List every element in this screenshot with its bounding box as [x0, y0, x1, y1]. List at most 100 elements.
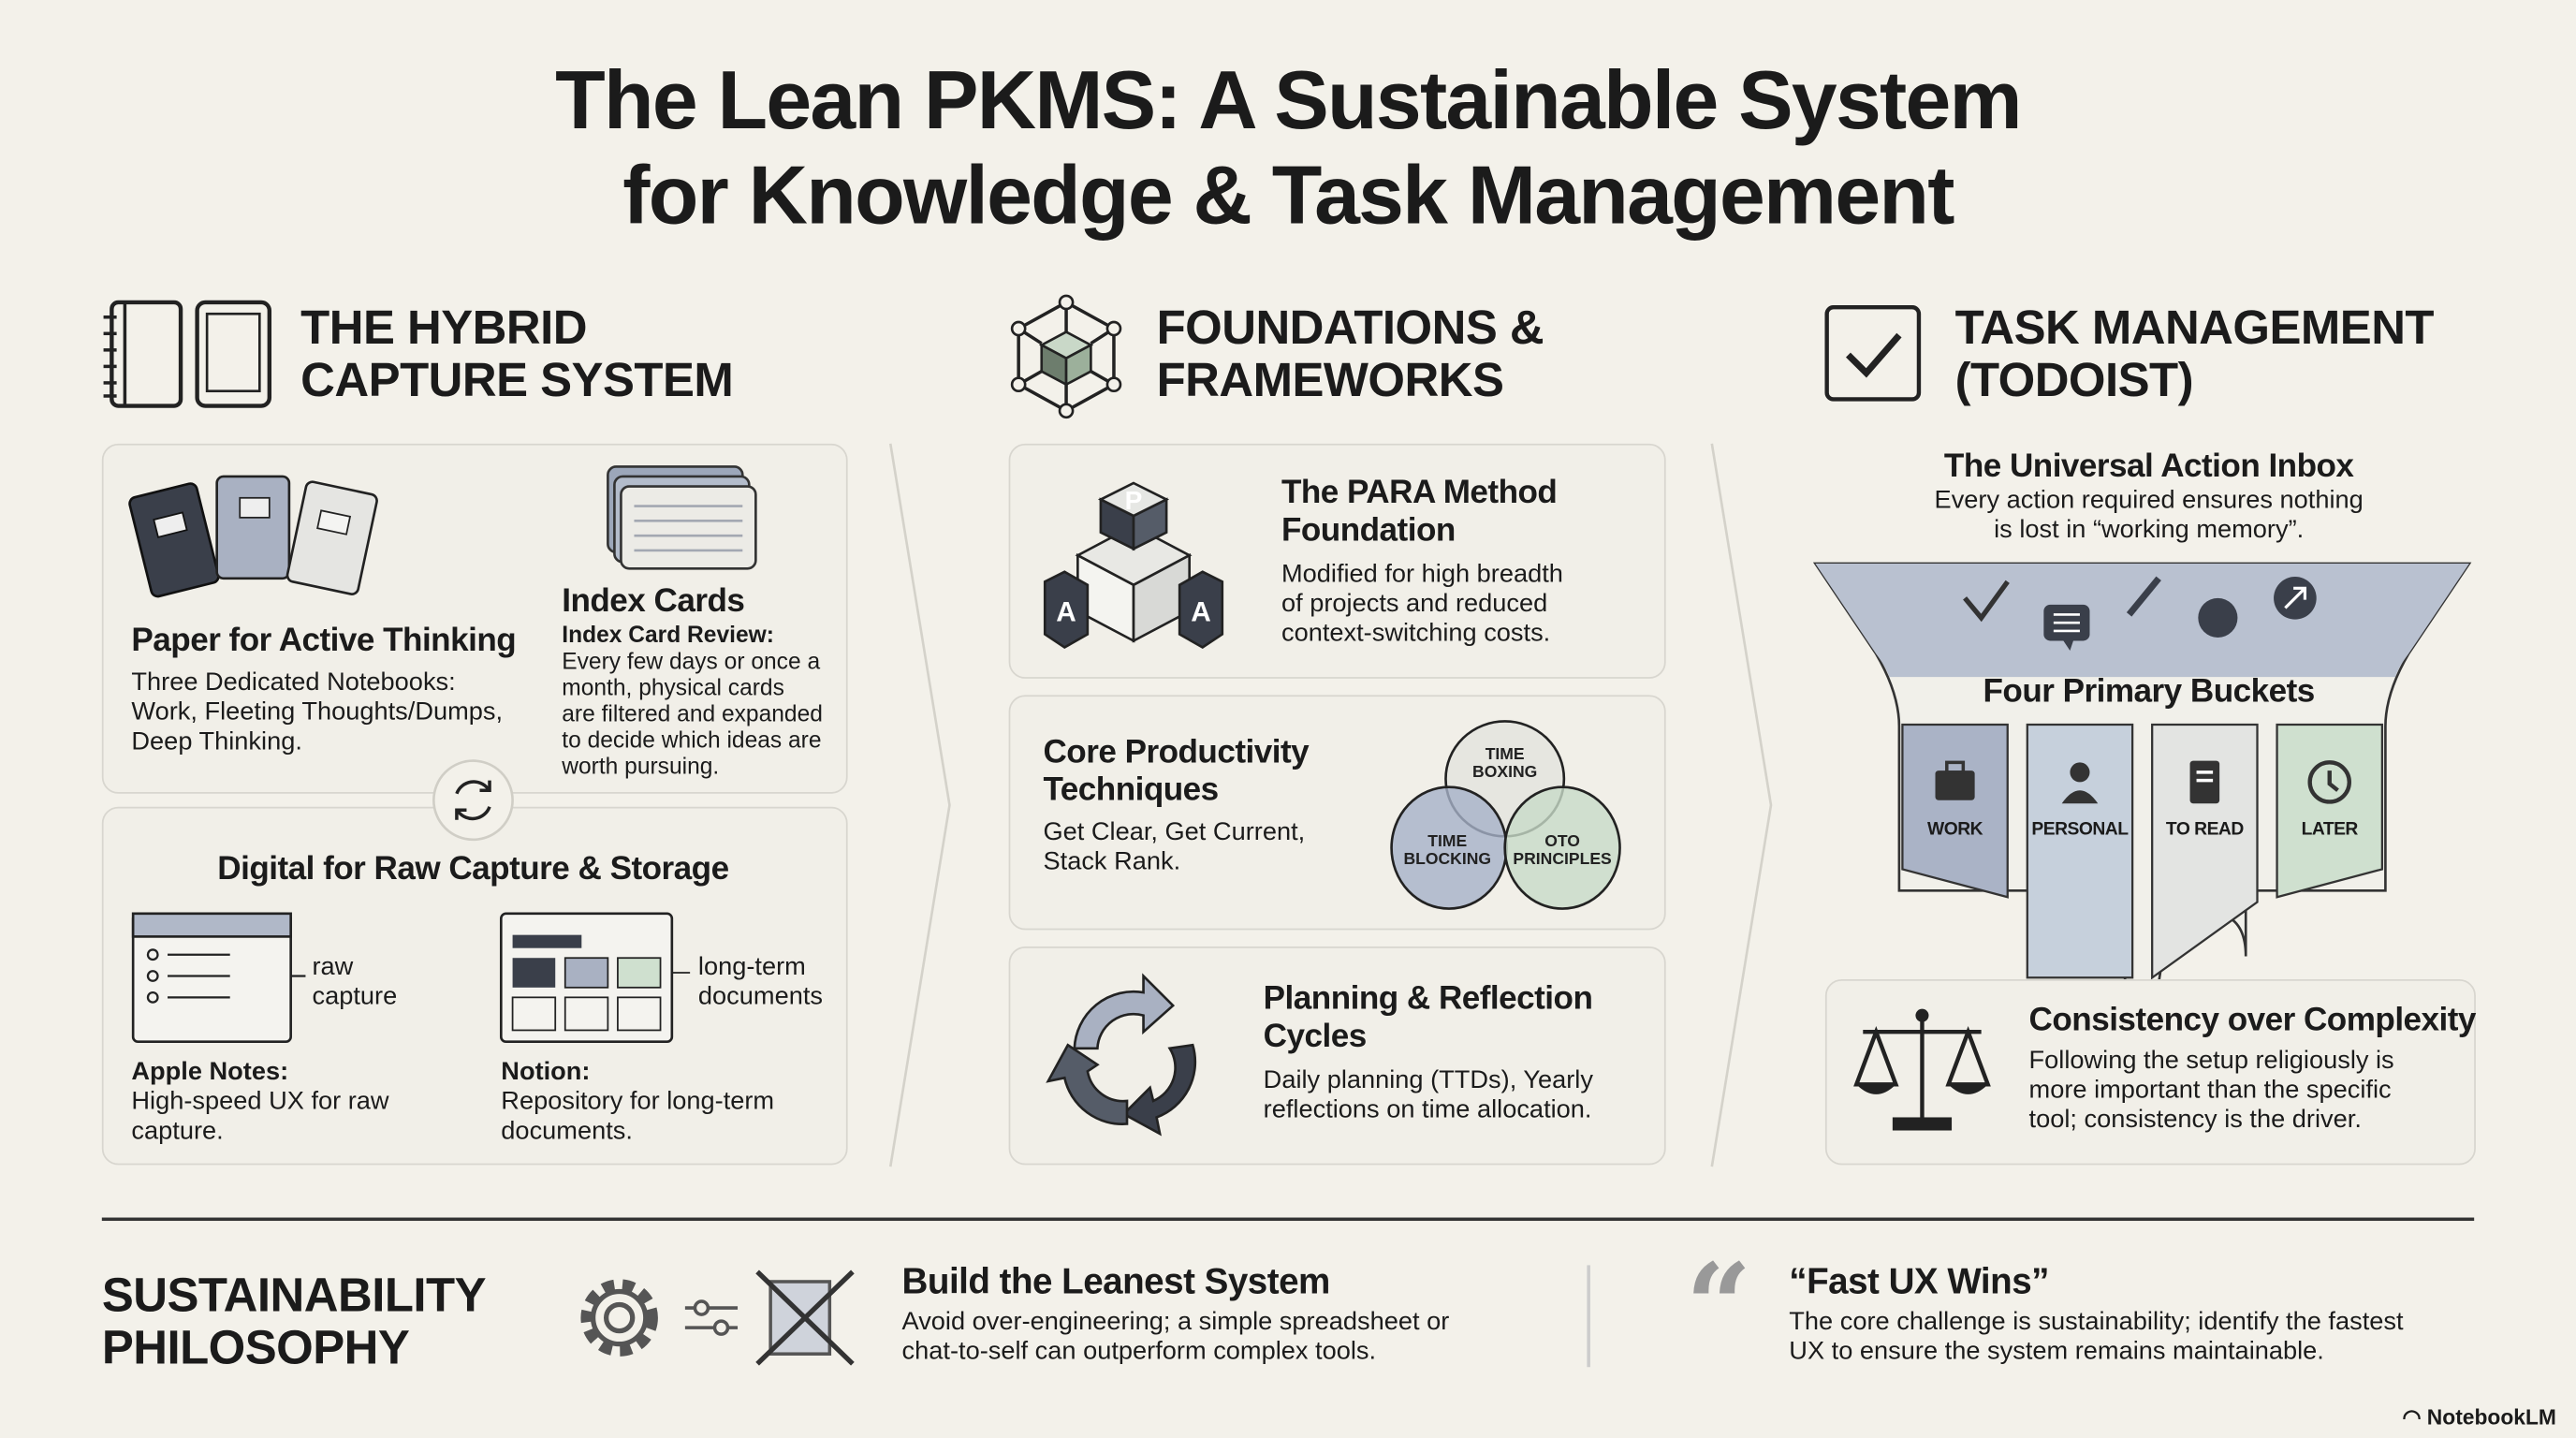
inbox-globe-icon — [2198, 597, 2238, 638]
checkbox-icon — [1824, 305, 1922, 402]
buckets-title: Four Primary Buckets — [1983, 673, 2316, 711]
bottom-divider — [1587, 1265, 1590, 1368]
section-divider — [101, 1217, 2475, 1221]
foundations-heading-1: FOUNDATIONS & — [1156, 301, 1544, 356]
network-cube-icon — [1010, 294, 1122, 419]
index-text-1: Every few days or once a — [562, 647, 821, 674]
consistency-title: Consistency over Complexity — [2028, 1002, 2477, 1039]
inbox-arrow-icon — [2274, 577, 2317, 620]
planning-text-1: Daily planning (TTDs), Yearly — [1263, 1066, 1593, 1094]
core-title-2: Techniques — [1043, 771, 1219, 809]
clock-icon — [2307, 760, 2351, 804]
bucket-label: PERSONAL — [2031, 819, 2129, 840]
quote-title: “Fast UX Wins” — [1789, 1260, 2049, 1302]
lean-text: Avoid over-engineering; a simple spreads… — [902, 1308, 1450, 1367]
crossed-out-tools-icon — [755, 1269, 855, 1366]
title-line-1: The Lean PKMS: A Sustainable System — [555, 53, 2022, 147]
inbox-text-2: is lost in “working memory”. — [1994, 516, 2305, 544]
sync-icon — [432, 759, 514, 842]
apple-text-2: capture. — [131, 1117, 224, 1146]
quote-text: The core challenge is sustainability; id… — [1789, 1308, 2403, 1367]
consistency-text-1: Following the setup religiously is — [2028, 1046, 2394, 1075]
page-title: The Lean PKMS: A Sustainable System for … — [0, 52, 2576, 243]
para-title-2: Foundation — [1281, 512, 1456, 550]
paper-text-2: Work, Fleeting Thoughts/Dumps, — [131, 697, 504, 726]
notion-icon — [499, 912, 691, 1044]
lean-text-1: Avoid over-engineering; a simple spreads… — [901, 1308, 1450, 1336]
paper-text: Three Dedicated Notebooks: Work, Fleetin… — [131, 668, 516, 757]
bucket-shape — [2026, 723, 2134, 979]
foundations-heading-2: FRAMEWORKS — [1156, 355, 1504, 408]
apple-notes-text: Apple Notes: High-speed UX for raw captu… — [131, 1058, 388, 1147]
capture-heading: THE HYBRID CAPTURE SYSTEM — [300, 302, 734, 407]
inbox-title: The Universal Action Inbox — [1943, 448, 2354, 485]
notion-text-1: Repository for long-term — [501, 1087, 775, 1116]
bucket-label: TO READ — [2165, 819, 2244, 840]
tasks-heading: TASK MANAGEMENT (TODOIST) — [1954, 301, 2435, 407]
quote-text-1: The core challenge is sustainability; id… — [1789, 1308, 2404, 1336]
consistency-card — [1824, 979, 2476, 1166]
notebooklm-watermark: ◠ NotebookLM — [2402, 1404, 2556, 1430]
lean-title: Build the Leanest System — [901, 1260, 1331, 1302]
index-text-5: worth pursuing. — [562, 752, 720, 779]
venn-label: PRINCIPLES — [1513, 849, 1612, 868]
digital-title: Digital for Raw Capture & Storage — [217, 851, 729, 888]
simplify-icons — [580, 1269, 855, 1366]
planning-title: Planning & Reflection Cycles — [1264, 981, 1593, 1057]
cube-label-a-right: A — [1191, 596, 1211, 627]
title-line-2: for Knowledge & Task Management — [622, 149, 1954, 242]
core-text-2: Stack Rank. — [1043, 847, 1181, 876]
para-title-1: The PARA Method — [1281, 475, 1558, 511]
sustainability-heading: SUSTAINABILITY PHILOSOPHY — [101, 1270, 487, 1376]
quote-icon: “ — [1685, 1237, 1752, 1374]
inbox-message-icon — [2043, 604, 2090, 652]
foundations-heading: FOUNDATIONS & FRAMEWORKS — [1157, 302, 1544, 407]
buckets: WORK PERSONAL TO READ LATER — [1901, 723, 2384, 988]
long-label-1: long-term — [697, 952, 806, 981]
raw-label-2: capture — [312, 982, 398, 1011]
core-text-1: Get Clear, Get Current, — [1043, 818, 1306, 846]
cube-label-a-left: A — [1056, 596, 1076, 627]
venn-label: OTO — [1544, 831, 1580, 850]
gear-icon — [580, 1279, 658, 1357]
para-text-3: context-switching costs. — [1281, 619, 1551, 648]
bucket-shape — [1901, 723, 2009, 899]
venn-label: BLOCKING — [1403, 849, 1491, 868]
inbox-text: Every action required ensures nothing is… — [1815, 487, 2482, 546]
para-card — [1008, 443, 1666, 679]
raw-capture-label: raw capture — [312, 953, 397, 1012]
apple-notes-icon — [131, 912, 306, 1044]
person-icon — [2061, 762, 2099, 804]
apple-title: Apple Notes: — [131, 1058, 289, 1087]
briefcase-icon — [1935, 760, 1975, 800]
cycle-arrows-icon — [1046, 973, 1197, 1137]
consistency-text: Following the setup religiously is more … — [2029, 1047, 2476, 1136]
para-title: The PARA Method Foundation — [1281, 475, 1563, 550]
apple-text-1: High-speed UX for raw — [131, 1087, 389, 1116]
paper-text-1: Three Dedicated Notebooks: — [131, 668, 456, 697]
paper-title: Paper for Active Thinking — [131, 623, 517, 659]
bucket-to-read: TO READ — [2150, 723, 2259, 988]
bucket-label: WORK — [1927, 819, 1983, 840]
long-label-2: documents — [697, 982, 824, 1011]
notebook-tablet-icon — [103, 300, 272, 408]
core-title-1: Core Productivity — [1043, 734, 1310, 771]
para-text-1: Modified for high breadth — [1281, 560, 1563, 589]
planning-card — [1008, 946, 1666, 1166]
bucket-label: LATER — [2301, 819, 2359, 840]
inbox-text-1: Every action required ensures nothing — [1934, 486, 2364, 515]
index-title: Index Cards — [562, 583, 745, 620]
tasks-heading-1: TASK MANAGEMENT — [1954, 301, 2435, 356]
sustainability-heading-2: PHILOSOPHY — [101, 1322, 410, 1376]
bucket-work: WORK — [1901, 723, 2010, 988]
venn-circle-oto-principles — [1503, 785, 1621, 910]
bucket-shape — [2151, 723, 2259, 980]
core-text: Get Clear, Get Current, Stack Rank. — [1043, 818, 1309, 877]
quote-text-2: UX to ensure the system remains maintain… — [1789, 1337, 2324, 1366]
scales-icon — [1853, 1008, 1991, 1131]
venn-label: TIME — [1486, 744, 1525, 763]
paper-text-3: Deep Thinking. — [131, 727, 302, 756]
notebooks-icon — [128, 475, 378, 598]
